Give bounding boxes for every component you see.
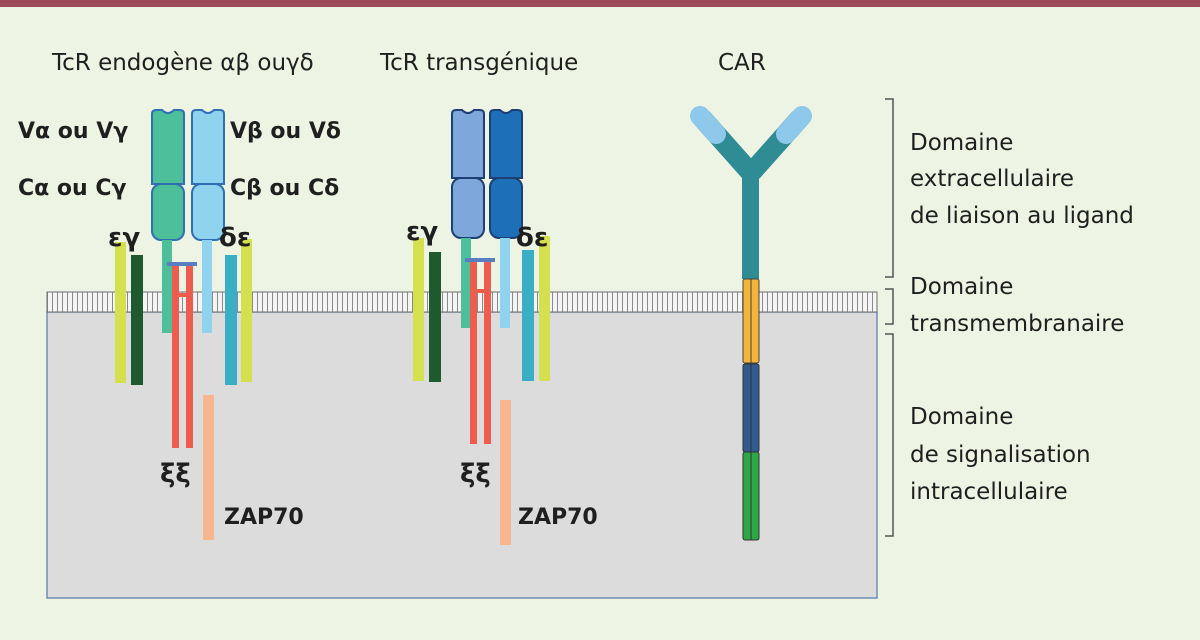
bracket-transmembrane (885, 288, 894, 325)
domain-intracellular-line2: de signalisation (910, 442, 1091, 468)
domain-extracellular-line2: extracellulaire (910, 166, 1074, 192)
zap70-endo (203, 395, 214, 540)
beta-v-domain (191, 109, 225, 185)
beta-tm-stalk (202, 240, 212, 333)
cd3-gamma (131, 255, 143, 385)
endogenous-tcr (115, 109, 252, 540)
domain-intracellular-line3: intracellulaire (910, 479, 1068, 505)
label-v-left: Vα ou Vγ (18, 119, 128, 144)
alpha-v-domain (151, 109, 185, 185)
label-de-endo: δε (219, 223, 251, 253)
car-right-tip (776, 106, 812, 144)
transgenic-zeta-left (470, 260, 477, 444)
label-zap70-endo: ZAP70 (224, 505, 304, 530)
domain-intracellular-line1: Domaine (910, 404, 1013, 430)
label-eg-trans: εγ (406, 217, 438, 247)
transgenic-zeta-bridge-top (465, 258, 495, 262)
zeta-bridge (179, 293, 186, 297)
car-receptor (690, 106, 812, 541)
zeta-right (186, 264, 193, 448)
label-c-left: Cα ou Cγ (18, 176, 127, 201)
cd3-delta (225, 255, 237, 385)
cd3-epsilon-left (115, 242, 126, 383)
top-bar (0, 0, 1200, 7)
transgenic-zeta-bridge (477, 289, 484, 293)
transgenic-right-stalk (500, 238, 510, 328)
alpha-tm-stalk (162, 240, 172, 333)
transgenic-cd3-gamma (429, 252, 441, 382)
transgenic-right-v-domain (489, 109, 523, 179)
label-de-trans: δε (516, 223, 548, 253)
zap70-trans (500, 400, 511, 545)
transgenic-cd3-delta (522, 250, 534, 381)
label-xi-trans: ξξ (460, 459, 491, 489)
label-c-right: Cβ ou Cδ (230, 176, 339, 201)
transgenic-zeta-right (484, 260, 491, 444)
label-zap70-trans: ZAP70 (518, 505, 598, 530)
transgenic-tcr (413, 109, 550, 545)
label-v-right: Vβ ou Vδ (230, 119, 341, 144)
zeta-bridge-top (167, 262, 197, 266)
label-xi-endo: ξξ (160, 459, 191, 489)
cytoplasm (46, 311, 878, 599)
zeta-left (172, 264, 179, 448)
heading-endogenous: TcR endogène αβ ouγδ (51, 50, 314, 76)
transgenic-left-v-domain (451, 109, 485, 179)
transgenic-cd3-epsilon-left (413, 238, 424, 381)
domain-transmembrane-line1: Domaine (910, 274, 1013, 300)
transgenic-cd3-epsilon-right (539, 236, 550, 381)
label-eg-endo: εγ (108, 223, 140, 253)
heading-transgenic: TcR transgénique (379, 50, 578, 76)
bracket-intracellular (885, 333, 894, 537)
car-left-tip (690, 106, 726, 144)
car-hinge (742, 166, 759, 279)
transgenic-left-stalk (461, 238, 471, 328)
alpha-c-domain (151, 183, 185, 241)
domain-extracellular-line3: de liaison au ligand (910, 203, 1134, 229)
domain-extracellular-line1: Domaine (910, 130, 1013, 156)
cd3-epsilon-right (241, 239, 252, 382)
heading-car: CAR (718, 50, 766, 76)
domain-transmembrane-line2: transmembranaire (910, 311, 1124, 337)
bracket-extracellular (885, 98, 894, 278)
transgenic-left-c-domain (451, 177, 485, 239)
